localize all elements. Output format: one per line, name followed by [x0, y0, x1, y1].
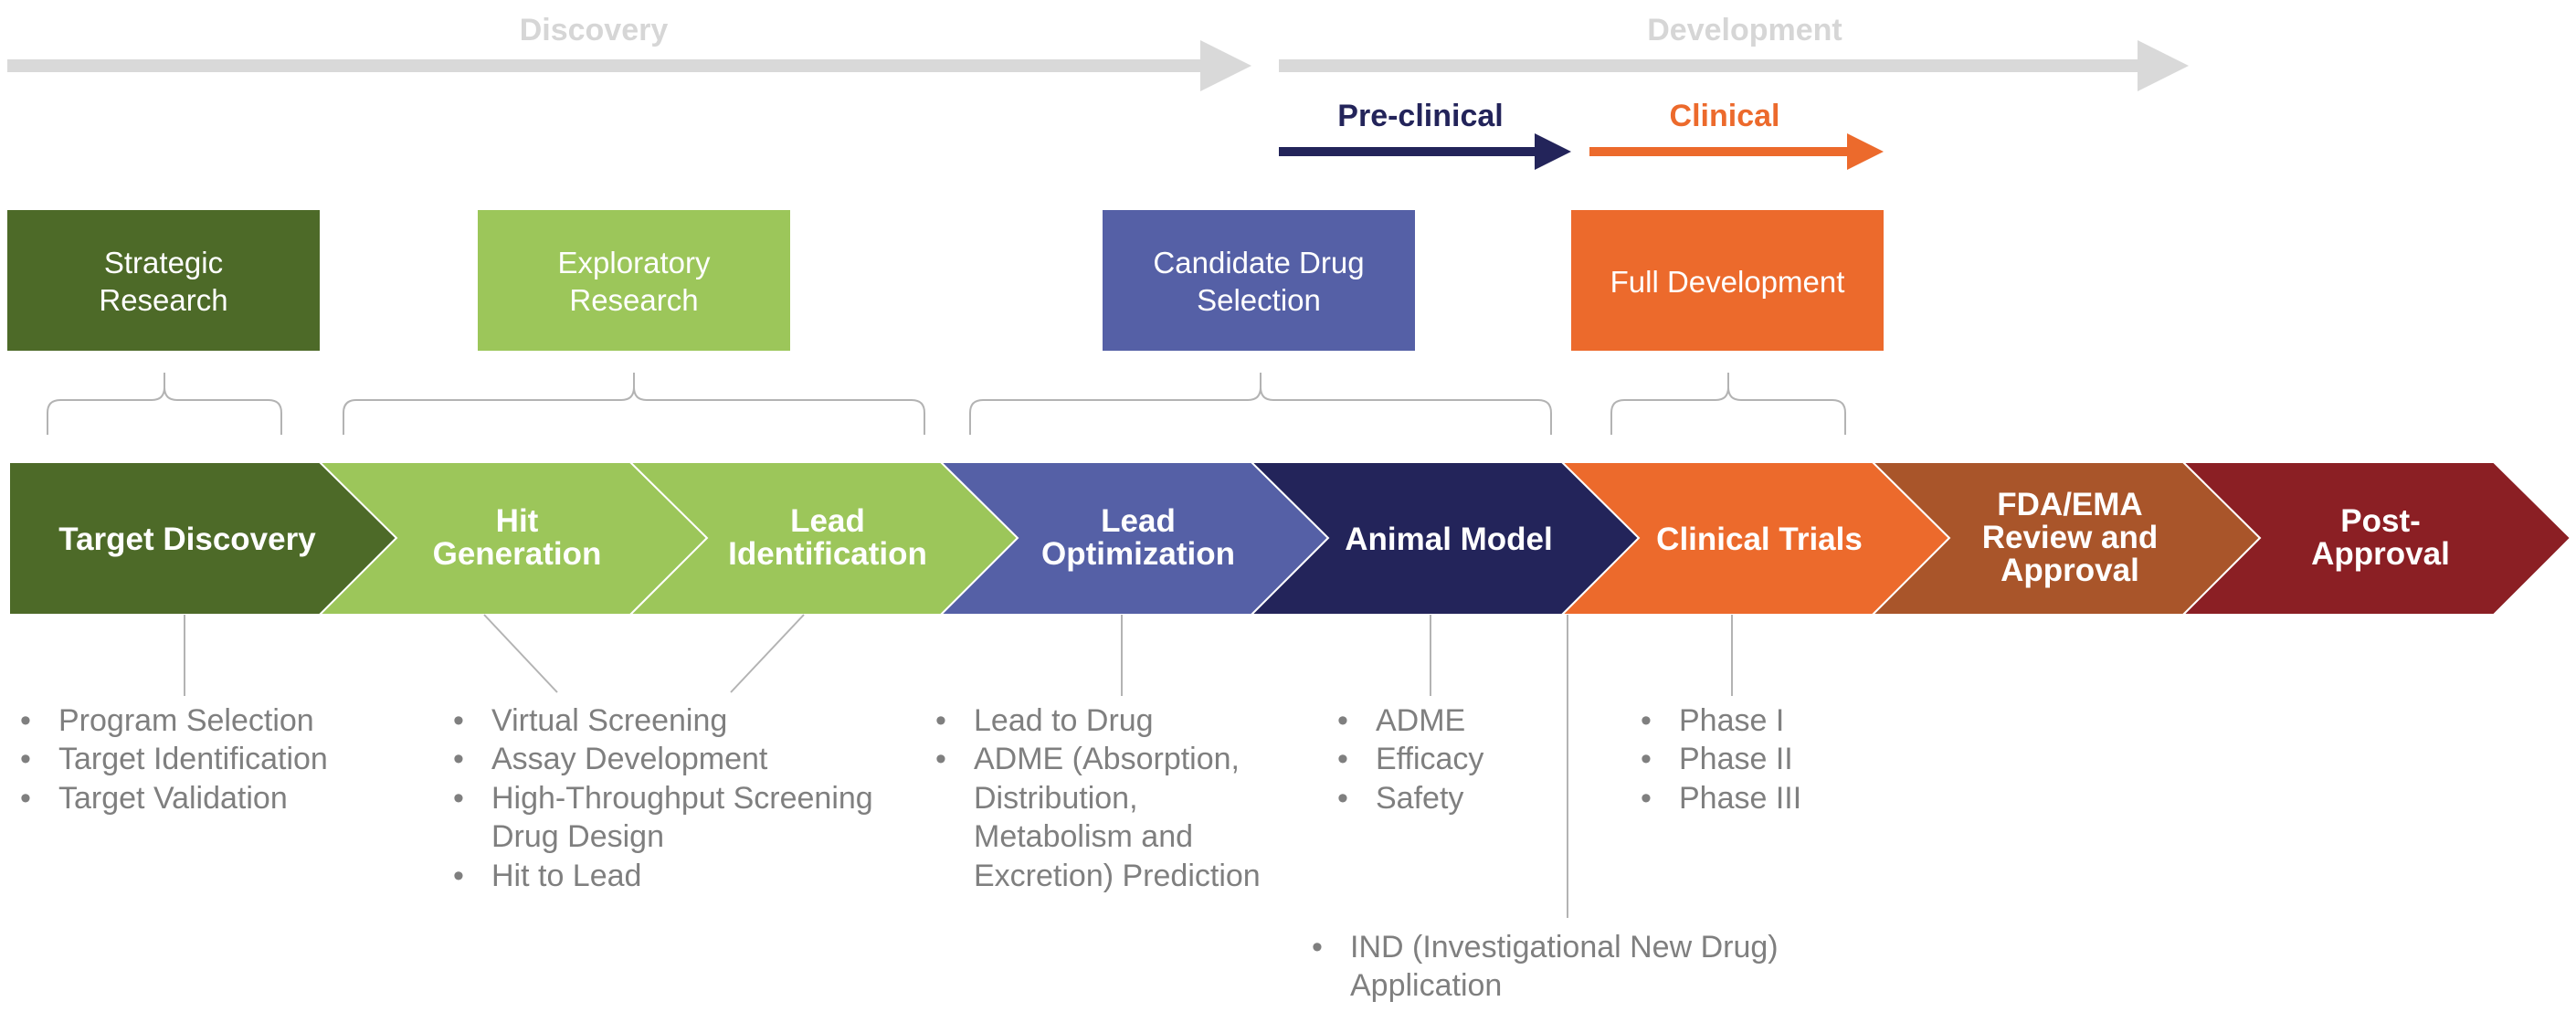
stage-label-line-1: FDA/EMA [1997, 487, 2142, 522]
bullet-marker: • [20, 781, 31, 816]
bullet-marker: • [1641, 703, 1652, 738]
bullets-animal-model: • ADME • Efficacy • Safety [1337, 703, 1483, 816]
bullet-marker: • [453, 781, 464, 816]
bullet-item-continued: Application [1350, 968, 1502, 1003]
connector-lead-identification [730, 614, 805, 693]
bullets-lead-optimization: • Lead to Drug • ADME (Absorption, Distr… [935, 703, 1261, 893]
box-label-line-1: Full Development [1610, 265, 1845, 299]
stage-label-line-1: Animal Model [1345, 522, 1553, 557]
box-background [1571, 210, 1884, 351]
bullet-marker: • [1312, 930, 1323, 965]
discovery-phase: Discovery [7, 13, 1251, 91]
bullet-item: Lead to Drug [974, 703, 1154, 738]
bullet-item-continued: Drug Design [491, 819, 664, 854]
bullets-target-discovery: • Program Selection • Target Identificat… [20, 703, 328, 816]
box-label-line-1: Strategic [104, 246, 223, 279]
bullet-marker: • [1337, 742, 1348, 776]
box-label-line-1: Exploratory [558, 246, 711, 279]
stage-label-line-1: Target Discovery [58, 522, 316, 557]
bullet-marker: • [453, 703, 464, 738]
bullet-marker: • [1337, 781, 1348, 816]
bullet-item: Target Identification [58, 742, 328, 776]
bullet-item: ADME [1376, 703, 1465, 738]
bullet-item: IND (Investigational New Drug) [1350, 930, 1779, 965]
stage-lead-identification: Lead Identification [628, 461, 1019, 616]
stage-label-line-2: Generation [433, 536, 602, 572]
clinical-subphase: Clinical [1589, 99, 1884, 170]
brace-exploratory-research [343, 373, 925, 435]
bullet-marker: • [453, 859, 464, 893]
stage-shape [2180, 461, 2572, 616]
box-background [478, 210, 790, 351]
clinical-label: Clinical [1670, 99, 1780, 133]
stage-label-line-1: Lead [790, 503, 865, 539]
development-label: Development [1647, 13, 1842, 47]
stage-hit-generation: Hit Generation [317, 461, 709, 616]
stage-label-line-1: Hit [496, 503, 539, 539]
stage-label-line-1: Lead [1101, 503, 1176, 539]
stage-fda-ema-review: FDA/EMA Review and Approval [1870, 461, 2262, 616]
preclinical-label: Pre-clinical [1337, 99, 1503, 133]
stage-label-line-2: Optimization [1041, 536, 1235, 572]
stage-target-discovery: Target Discovery [8, 461, 398, 616]
brace-strategic-research [47, 373, 282, 435]
bullet-item: Phase III [1679, 781, 1801, 816]
stage-label-line-3: Approval [2001, 553, 2139, 588]
bullet-item: Virtual Screening [491, 703, 727, 738]
bullet-marker: • [453, 742, 464, 776]
box-strategic-research: Strategic Research [7, 210, 320, 351]
bullet-item: ADME (Absorption, [974, 742, 1240, 776]
bullet-item: Hit to Lead [491, 859, 641, 893]
bullets-ind-application: • IND (Investigational New Drug) Applica… [1312, 930, 1779, 1003]
brace-full-development [1610, 373, 1846, 435]
bullet-item-continued: Excretion) Prediction [974, 859, 1261, 893]
bullets-hit-and-lead: • Virtual Screening • Assay Development … [453, 703, 873, 893]
bullet-item: Target Validation [58, 781, 288, 816]
discovery-label: Discovery [520, 13, 669, 47]
bullet-marker: • [935, 703, 946, 738]
box-full-development: Full Development [1571, 210, 1884, 351]
stage-label-line-1: Post- [2340, 503, 2421, 539]
bullet-item: Efficacy [1376, 742, 1483, 776]
connector-hit-generation [483, 614, 558, 693]
box-exploratory-research: Exploratory Research [478, 210, 790, 351]
bullet-item: Phase II [1679, 742, 1793, 776]
bullet-item: Phase I [1679, 703, 1784, 738]
stage-clinical-trials: Clinical Trials [1559, 461, 1951, 616]
bullet-item: Assay Development [491, 742, 768, 776]
stage-label-line-1: Clinical Trials [1656, 522, 1863, 557]
bullet-item: High-Throughput Screening [491, 781, 873, 816]
preclinical-subphase: Pre-clinical [1279, 99, 1571, 170]
bullet-item: Program Selection [58, 703, 314, 738]
bullet-marker: • [20, 742, 31, 776]
stage-post-approval: Post- Approval [2180, 461, 2572, 616]
brace-candidate-drug-selection [969, 373, 1552, 435]
bullets-clinical-trials: • Phase I • Phase II • Phase III [1641, 703, 1801, 816]
bullet-item: Safety [1376, 781, 1463, 816]
box-candidate-drug-selection: Candidate Drug Selection [1103, 210, 1415, 351]
bullet-marker: • [1337, 703, 1348, 738]
box-label-line-2: Research [569, 283, 698, 317]
development-phase: Development [1279, 13, 2189, 91]
stage-label-line-2: Identification [728, 536, 927, 572]
box-background [7, 210, 320, 351]
stage-label-line-2: Review and [1982, 520, 2159, 555]
bullet-marker: • [1641, 781, 1652, 816]
bullet-item-continued: Distribution, [974, 781, 1138, 816]
box-background [1103, 210, 1415, 351]
box-label-line-1: Candidate Drug [1153, 246, 1364, 279]
box-label-line-2: Research [99, 283, 227, 317]
bullet-marker: • [20, 703, 31, 738]
bullet-marker: • [1641, 742, 1652, 776]
bullet-item-continued: Metabolism and [974, 819, 1193, 854]
bullet-marker: • [935, 742, 946, 776]
stage-label-line-2: Approval [2311, 536, 2450, 572]
box-label-line-2: Selection [1197, 283, 1321, 317]
